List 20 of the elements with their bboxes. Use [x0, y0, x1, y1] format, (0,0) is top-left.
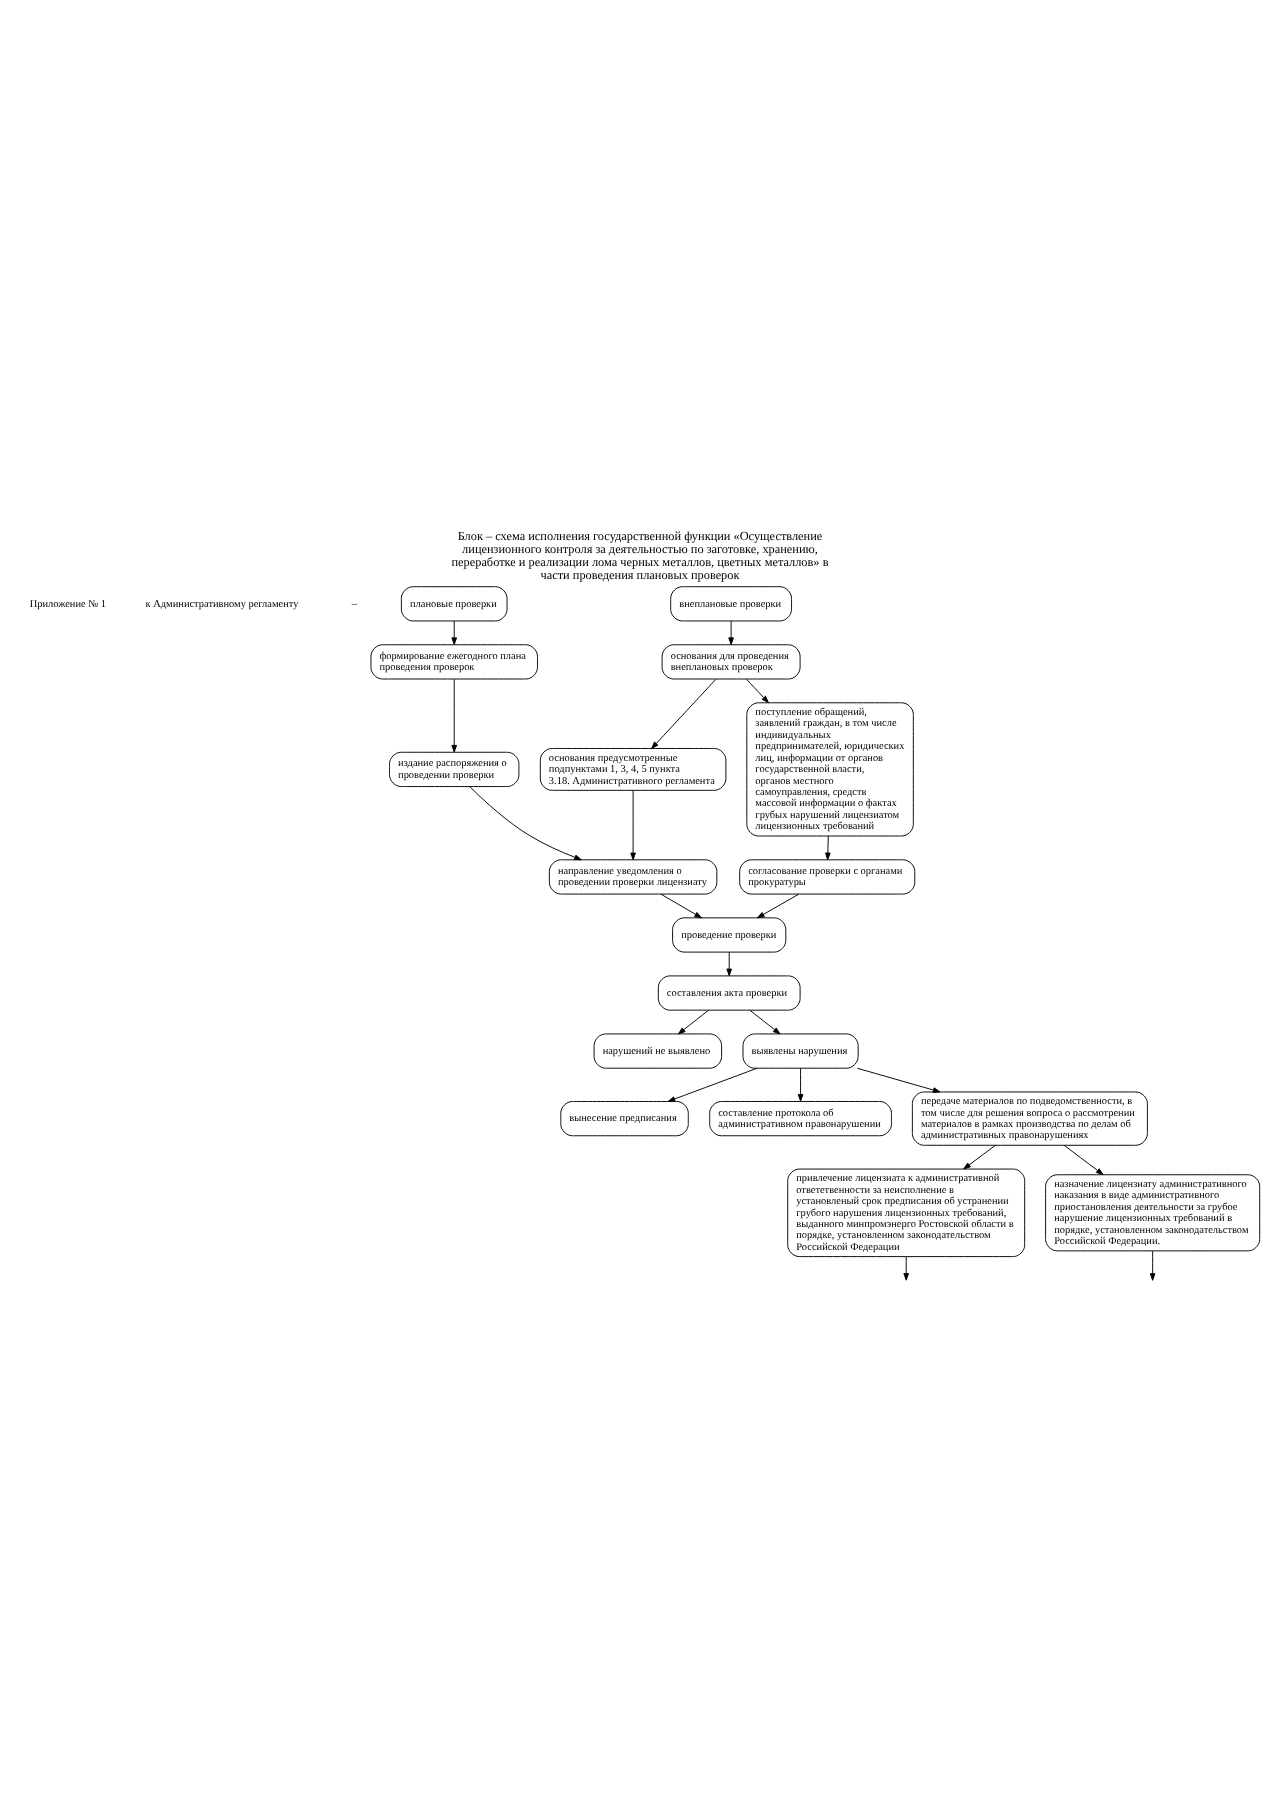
arrow — [451, 620, 457, 645]
arrow — [825, 835, 831, 861]
arrow — [746, 678, 769, 704]
arrow — [797, 1067, 804, 1102]
arrow — [856, 1067, 941, 1093]
arrow — [726, 951, 732, 977]
arrow — [469, 786, 582, 861]
arrow — [903, 1256, 909, 1281]
arrow — [660, 893, 702, 919]
arrow — [451, 678, 457, 753]
arrow — [749, 1009, 781, 1035]
arrow — [677, 1009, 710, 1035]
arrow — [728, 620, 734, 645]
arrow — [1149, 1250, 1156, 1281]
arrow — [1063, 1144, 1104, 1176]
arrow — [651, 678, 717, 749]
arrow — [667, 1067, 758, 1102]
arrow — [757, 893, 800, 919]
arrow — [630, 790, 636, 861]
arrow — [963, 1144, 996, 1170]
